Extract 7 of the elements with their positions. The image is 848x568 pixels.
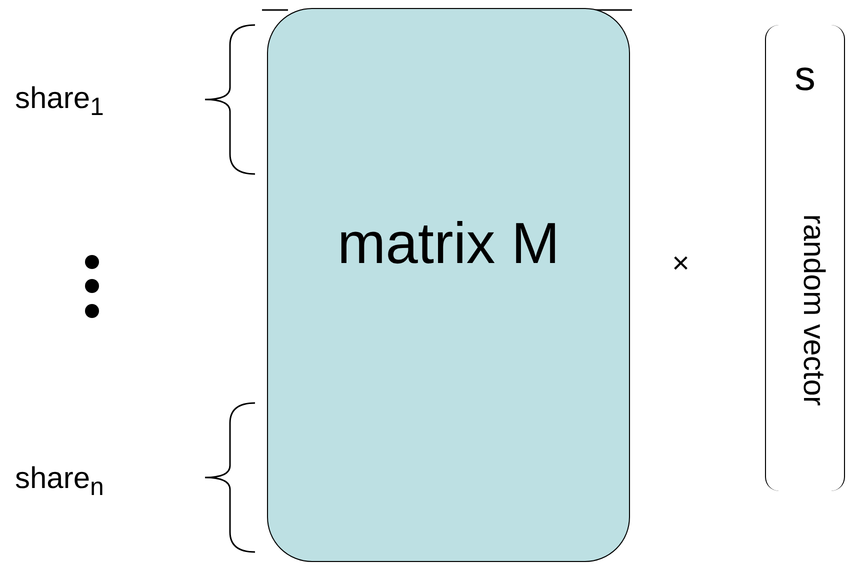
multiply-sign: ×: [672, 247, 690, 281]
share-label: share$_{1}$: [15, 82, 104, 122]
vector-label: random vector: [798, 214, 828, 406]
vector-entry: s: [794, 55, 816, 97]
matrix-label: matrix M: [336, 210, 561, 278]
matrix-box: [267, 8, 630, 562]
share-label: share$_{n}$: [15, 462, 104, 502]
